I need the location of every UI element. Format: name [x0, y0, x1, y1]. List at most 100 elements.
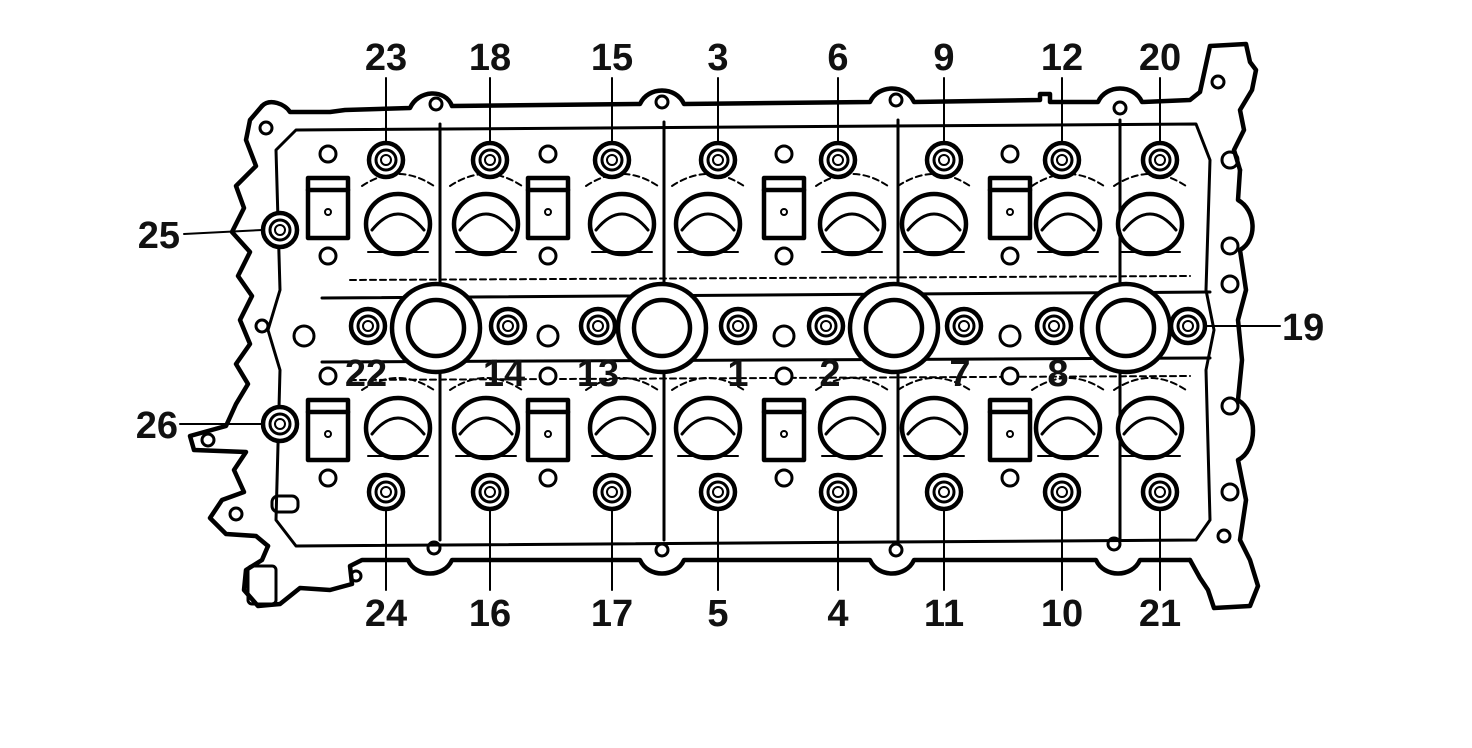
valve-recess [815, 173, 889, 187]
head-bolt-8 [1034, 306, 1074, 346]
head-bolt-26-head [268, 412, 292, 436]
head-bolt-17-socket [606, 486, 618, 498]
oil-gallery-hole [772, 324, 796, 348]
valve-seat-lip [594, 212, 650, 232]
valve-seat-lip [594, 416, 650, 436]
head-bolt-9-socket [938, 154, 950, 166]
head-bolt-21 [1140, 472, 1180, 512]
head-bolt-24-head [374, 480, 398, 504]
bolt-label-11: 11 [924, 593, 964, 635]
head-bolt-18-socket [484, 154, 496, 166]
spark-plug-hole-2 [631, 297, 693, 359]
valve-seat-lower-5 [817, 395, 887, 461]
bolt-label-3: 3 [707, 37, 728, 79]
valve-recess [361, 173, 435, 187]
head-bolt-24-socket [380, 486, 392, 498]
head-bolt-1 [718, 306, 758, 346]
bolt-label-17: 17 [591, 593, 633, 635]
head-bolt-15-head [600, 148, 624, 172]
head-bolt-25-head [268, 218, 292, 242]
head-bolt-23 [366, 140, 406, 180]
oil-passage [538, 144, 558, 164]
valve-seat-upper-1 [363, 191, 433, 257]
head-bolt-4-socket [832, 486, 844, 498]
head-bolt-25 [260, 210, 300, 250]
valve-seat-upper-6 [899, 191, 969, 257]
bolt-label-9: 9 [933, 37, 954, 79]
head-bolt-6-head [826, 148, 850, 172]
head-bolt-5-head [706, 480, 730, 504]
head-bolt-group [260, 140, 1208, 512]
bolt-label-12: 12 [1041, 37, 1083, 79]
head-bolt-18-head [478, 148, 502, 172]
head-bolt-7-head [952, 314, 976, 338]
valve-seat-lower-7 [1033, 395, 1103, 461]
valve-seat-upper-5 [817, 191, 887, 257]
valve-seat-lip [680, 212, 736, 232]
head-bolt-12-socket [1056, 154, 1068, 166]
head-bolt-1-socket [732, 320, 744, 332]
valve-seat-lip [370, 212, 426, 232]
valve-seats-group [361, 173, 1187, 461]
head-bolt-19-head [1176, 314, 1200, 338]
head-bolt-13-socket [592, 320, 604, 332]
bolt-label-26: 26 [136, 405, 178, 447]
head-bolt-16 [470, 472, 510, 512]
oil-passage [318, 246, 338, 266]
head-bolt-3-head [706, 148, 730, 172]
rocker-pad-group [292, 144, 1033, 488]
head-bolt-19 [1168, 306, 1208, 346]
oil-passage [538, 246, 558, 266]
head-bolt-22 [348, 306, 388, 346]
valve-seat-lower-2 [451, 395, 521, 461]
head-bolt-26 [260, 404, 300, 444]
leader-line-25 [183, 229, 263, 235]
oil-passage [1000, 366, 1020, 386]
valve-seat-lip [458, 416, 514, 436]
bolt-label-13: 13 [577, 353, 619, 395]
head-bolt-2-socket [820, 320, 832, 332]
head-bolt-11 [924, 472, 964, 512]
valve-seat-lower-8 [1115, 395, 1185, 461]
valve-seat-lower-4 [673, 395, 743, 461]
valve-seat-lip [1122, 212, 1178, 232]
bolt-label-15: 15 [591, 37, 633, 79]
bolt-label-22: 22 [345, 353, 387, 395]
valve-seat-lower-6 [899, 395, 969, 461]
bolt-label-5: 5 [707, 593, 728, 635]
head-bolt-16-head [478, 480, 502, 504]
oil-passage [1000, 468, 1020, 488]
valve-seat-lip [824, 416, 880, 436]
oil-gallery-hole [292, 324, 316, 348]
valve-seat-lip [824, 212, 880, 232]
spark-plug-hole-4 [1095, 297, 1157, 359]
head-bolt-5-socket [712, 486, 724, 498]
head-bolt-22-socket [362, 320, 374, 332]
valve-seat-lip [906, 416, 962, 436]
oil-passage [774, 468, 794, 488]
valve-seat-upper-4 [673, 191, 743, 257]
head-bolt-3 [698, 140, 738, 180]
head-bolt-14-head [496, 314, 520, 338]
head-bolt-14 [488, 306, 528, 346]
oil-passage [538, 366, 558, 386]
head-bolt-14-socket [502, 320, 514, 332]
valve-seat-upper-8 [1115, 191, 1185, 257]
head-bolt-22-head [356, 314, 380, 338]
head-bolt-25-socket [274, 224, 286, 236]
valve-seat-upper-7 [1033, 191, 1103, 257]
valve-seat-lip [1122, 416, 1178, 436]
spark-plug-hole-1 [405, 297, 467, 359]
head-bolt-23-head [374, 148, 398, 172]
bolt-label-6: 6 [827, 37, 848, 79]
head-bolt-13 [578, 306, 618, 346]
head-bolt-11-socket [938, 486, 950, 498]
bolt-label-10: 10 [1041, 593, 1083, 635]
valve-seat-upper-2 [451, 191, 521, 257]
head-bolt-12 [1042, 140, 1082, 180]
head-bolt-17-head [600, 480, 624, 504]
head-bolt-8-head [1042, 314, 1066, 338]
head-bolt-7 [944, 306, 984, 346]
head-bolt-21-head [1148, 480, 1172, 504]
